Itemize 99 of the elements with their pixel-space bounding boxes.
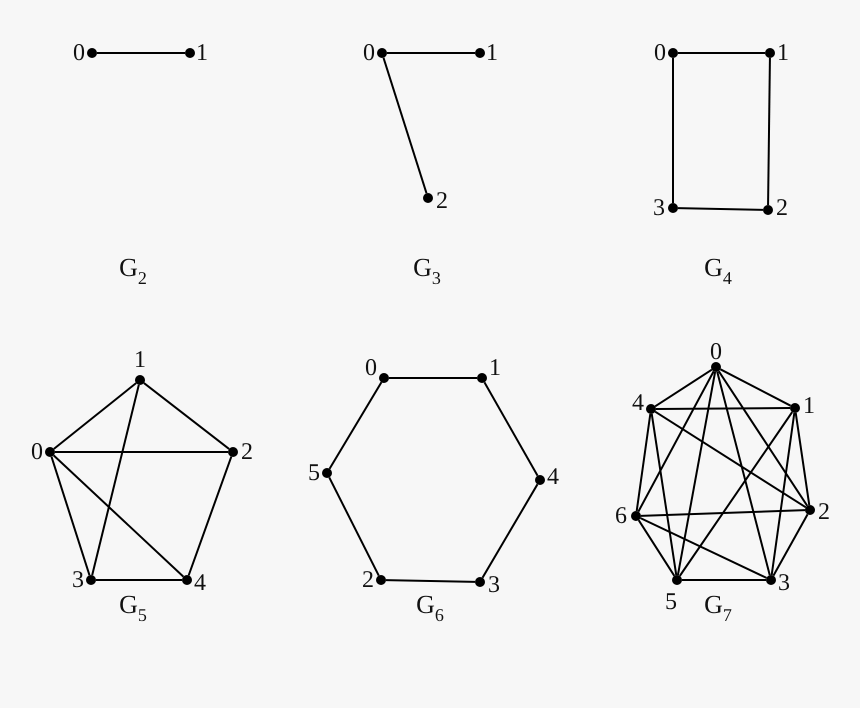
vertex-dot xyxy=(668,203,678,213)
vertex-dot xyxy=(377,48,387,58)
vertex-label: 0 xyxy=(363,41,375,65)
vertex-label: 0 xyxy=(365,356,377,380)
graph-edge xyxy=(794,412,810,506)
graph-edge xyxy=(91,384,140,576)
vertex-label: 0 xyxy=(31,440,43,464)
vertex-dot xyxy=(711,362,721,372)
graph-edge xyxy=(387,52,475,54)
vertex-dot xyxy=(790,403,800,413)
vertex-dot xyxy=(475,48,485,58)
graph-edge xyxy=(484,382,538,476)
vertex-dot xyxy=(805,505,815,515)
graph-edge xyxy=(96,579,182,581)
vertex-label: 0 xyxy=(654,41,666,65)
vertex-label: 3 xyxy=(653,196,665,220)
graph-edge xyxy=(678,52,765,54)
graph-title: G$_{7}$ xyxy=(704,590,732,620)
vertex-label: 1 xyxy=(489,356,501,380)
graph-edge xyxy=(636,414,652,512)
graph-title: G$_{2}$ xyxy=(119,253,147,283)
vertex-label: 2 xyxy=(436,189,448,213)
vertex-label: 1 xyxy=(486,41,498,65)
graph-edge xyxy=(716,372,771,576)
vertex-label: 3 xyxy=(488,573,500,597)
vertex-label: 1 xyxy=(134,348,146,372)
vertex-label: 4 xyxy=(632,391,644,415)
vertex-label: 1 xyxy=(803,394,815,418)
graph-edge xyxy=(720,368,792,407)
vertex-label: 2 xyxy=(241,440,253,464)
vertex-label: 2 xyxy=(776,196,788,220)
graph-edge xyxy=(656,407,790,410)
graph-edge xyxy=(682,579,766,581)
graph-edge xyxy=(389,377,477,379)
graph-edge xyxy=(328,382,382,470)
vertex-dot xyxy=(322,468,332,478)
graph-edge xyxy=(650,414,678,576)
vertex-dot xyxy=(646,404,656,414)
vertex-label: 1 xyxy=(777,41,789,65)
vertex-label: 3 xyxy=(778,571,790,595)
graph-edge xyxy=(637,370,715,512)
vertex-dot xyxy=(45,447,55,457)
vertex-dot xyxy=(185,48,195,58)
vertex-label: 6 xyxy=(615,504,627,528)
vertex-dot xyxy=(631,511,641,521)
graph-title: G$_{5}$ xyxy=(119,590,147,620)
graph-edge xyxy=(638,520,676,576)
vertex-dot xyxy=(766,575,776,585)
vertex-dot xyxy=(475,577,485,587)
vertex-dot xyxy=(86,575,96,585)
vertex-dot xyxy=(135,375,145,385)
vertex-label: 5 xyxy=(308,461,320,485)
vertex-dot xyxy=(763,205,773,215)
graph-edge xyxy=(143,382,230,450)
graph-edge xyxy=(770,412,796,576)
graph-edge xyxy=(640,517,767,579)
graph-title: G$_{3}$ xyxy=(413,253,441,283)
graph-edge xyxy=(654,368,712,408)
vertex-dot xyxy=(376,575,386,585)
graph-edge xyxy=(328,477,380,576)
graph-edge xyxy=(482,484,538,578)
graph-edge xyxy=(718,370,808,506)
vertex-dot xyxy=(182,575,192,585)
vertex-label: 0 xyxy=(710,340,722,364)
graph-edge xyxy=(678,207,764,211)
vertex-label: 1 xyxy=(196,41,208,65)
vertex-dot xyxy=(672,575,682,585)
graph-edge xyxy=(767,58,771,206)
graph-edge xyxy=(679,412,793,576)
vertex-dot xyxy=(765,48,775,58)
graph-edge xyxy=(382,57,428,194)
vertex-dot xyxy=(87,48,97,58)
vertex-label: 0 xyxy=(73,41,85,65)
graph-edge xyxy=(772,514,808,576)
vertex-label: 4 xyxy=(547,465,559,489)
vertex-dot xyxy=(535,475,545,485)
graph-title: G$_{6}$ xyxy=(416,590,444,620)
graph-edge xyxy=(640,509,806,517)
graph-edge xyxy=(188,456,232,576)
vertex-label: 3 xyxy=(72,568,84,592)
vertex-label: 4 xyxy=(194,571,206,595)
graph-edge xyxy=(53,382,137,450)
vertex-dot xyxy=(668,48,678,58)
vertex-label: 5 xyxy=(665,590,677,614)
graph-edge xyxy=(52,454,184,578)
vertex-label: 2 xyxy=(818,500,830,524)
graph-edge xyxy=(55,451,228,453)
vertex-label: 2 xyxy=(362,568,374,592)
vertex-dot xyxy=(477,373,487,383)
graph-edge xyxy=(676,372,716,576)
graph-title: G$_{4}$ xyxy=(704,253,732,283)
graph-edge xyxy=(386,579,476,583)
graph-edge xyxy=(97,52,185,54)
graph-edge xyxy=(50,456,90,576)
graph-edge xyxy=(672,58,674,203)
vertex-dot xyxy=(423,193,433,203)
graph-edge xyxy=(654,410,806,508)
vertex-dot xyxy=(379,373,389,383)
vertex-dot xyxy=(228,447,238,457)
